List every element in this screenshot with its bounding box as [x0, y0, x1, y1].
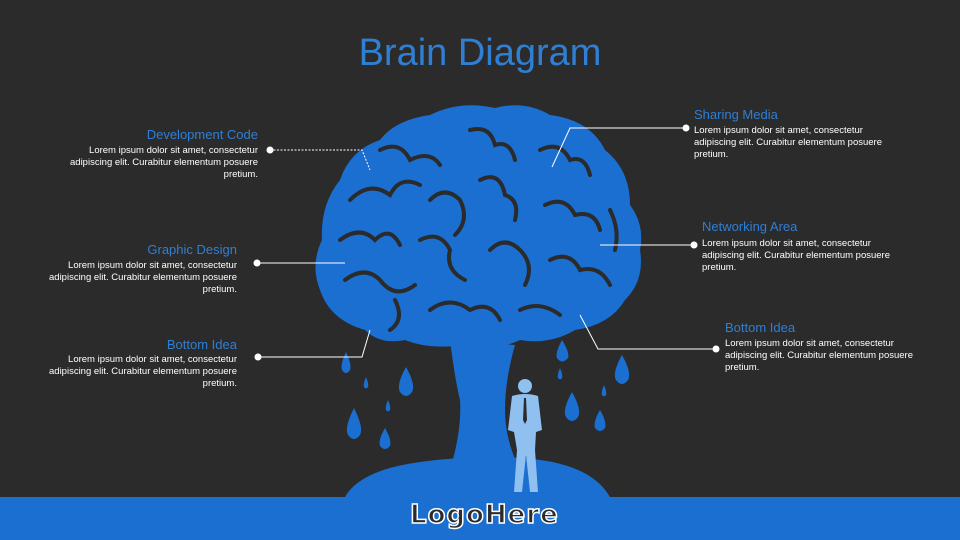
item-text-graphic-design: Lorem ipsum dolor sit amet, consectetur … — [47, 260, 237, 296]
brain-shape — [315, 105, 641, 347]
item-heading-sharing-media: Sharing Media — [694, 107, 778, 122]
item-text-development-code: Lorem ipsum dolor sit amet, consectetur … — [68, 145, 258, 181]
item-text-networking-area: Lorem ipsum dolor sit amet, consectetur … — [702, 238, 892, 274]
item-text-bottom-idea-left: Lorem ipsum dolor sit amet, consectetur … — [47, 354, 237, 390]
item-heading-bottom-idea-right: Bottom Idea — [725, 320, 795, 335]
item-heading-development-code: Development Code — [147, 127, 258, 142]
item-heading-bottom-idea-left: Bottom Idea — [167, 337, 237, 352]
logo: LogoHere — [410, 500, 559, 530]
item-heading-graphic-design: Graphic Design — [147, 242, 237, 257]
item-heading-networking-area: Networking Area — [702, 219, 797, 234]
tree-trunk — [450, 340, 520, 470]
connector-bottom-idea-left — [258, 330, 370, 357]
item-text-bottom-idea-right: Lorem ipsum dolor sit amet, consectetur … — [725, 338, 915, 374]
item-text-sharing-media: Lorem ipsum dolor sit amet, consectetur … — [694, 125, 884, 161]
